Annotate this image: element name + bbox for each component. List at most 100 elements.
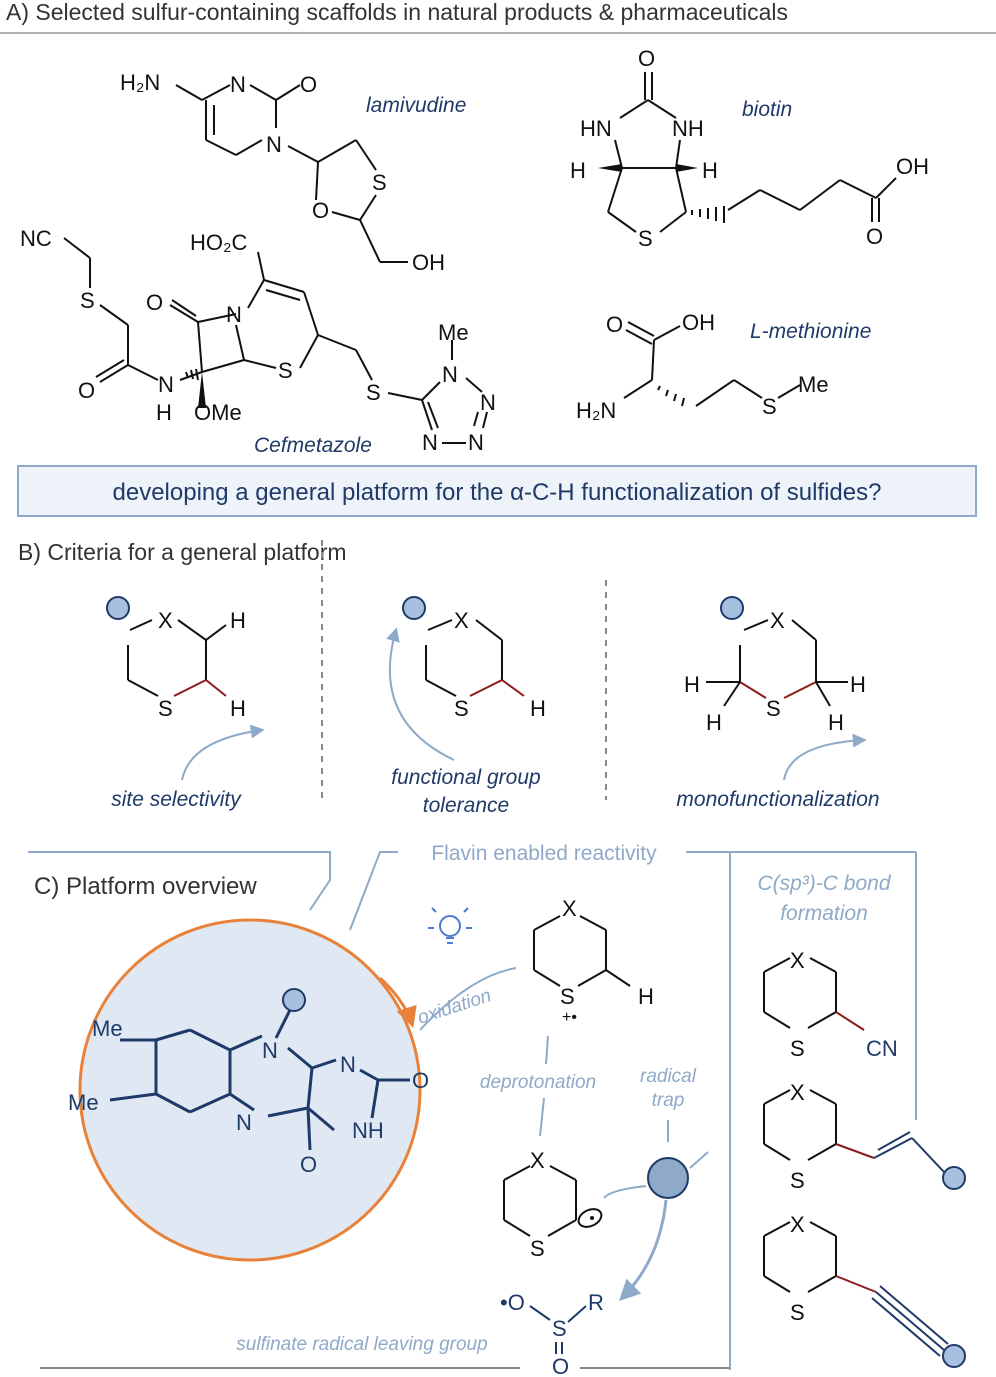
flavin-n1: N — [262, 1038, 278, 1063]
flavin-r-ball — [282, 988, 306, 1012]
sulf-o2: O — [552, 1354, 569, 1377]
lam-o: O — [300, 72, 317, 97]
biotin-h1: H — [570, 158, 586, 183]
alkyne-ball — [942, 1344, 966, 1368]
sulf-bond-2 — [567, 1305, 587, 1323]
b1-s: S — [158, 696, 173, 721]
flavin-o2: O — [300, 1152, 317, 1177]
section-a-title: A) Selected sulfur-containing scaffolds … — [6, 0, 788, 25]
deprot-line-1 — [545, 1035, 549, 1065]
criteria-fg-2: tolerance — [423, 794, 509, 817]
cef-ho2c: HO₂C — [190, 230, 248, 255]
b3-arrow — [783, 733, 867, 781]
lam-n1: N — [230, 72, 246, 97]
cef-n1: N — [158, 372, 174, 397]
b3-s: S — [766, 696, 781, 721]
criteria-monofunctionalization: monofunctionalization — [676, 788, 879, 811]
sulf-o-radical: •O — [500, 1290, 525, 1315]
b2-x: X — [454, 608, 469, 633]
criteria-1-ring — [127, 619, 227, 697]
fg-ball-2 — [402, 596, 426, 620]
cef-o1: O — [78, 378, 95, 403]
name-lamivudine: lamivudine — [366, 94, 466, 117]
cef-me: Me — [438, 320, 469, 345]
biotin-s: S — [638, 226, 653, 251]
name-biotin: biotin — [742, 98, 792, 121]
c-frame-left — [28, 851, 331, 911]
question-text: developing a general platform for the α-… — [113, 479, 882, 506]
flavin-me1: Me — [92, 1016, 123, 1041]
biotin-o: O — [638, 46, 655, 71]
criteria-3-ring — [706, 619, 848, 707]
p3-x: X — [790, 1212, 805, 1237]
met-h2n: H₂N — [576, 398, 616, 423]
oxidation-arrow — [419, 967, 517, 1031]
met-o: O — [606, 312, 623, 337]
p2-x: X — [790, 1080, 805, 1105]
b3-h1: H — [684, 672, 700, 697]
cef-n3: N — [442, 362, 458, 387]
trap-tail — [689, 1151, 709, 1169]
flavin-circle — [78, 918, 422, 1262]
biotin-hn: HN — [580, 116, 612, 141]
flavin-n3: N — [236, 1110, 252, 1135]
biotin-hash — [691, 206, 725, 223]
b3-h2: H — [706, 710, 722, 735]
cef-o2: O — [146, 290, 163, 315]
lam-oh: OH — [412, 250, 445, 275]
criteria-site-selectivity: site selectivity — [111, 788, 242, 811]
rc-charge: +• — [562, 1009, 577, 1026]
biotin-o2: O — [866, 224, 883, 249]
b3-x: X — [770, 608, 785, 633]
cef-s1: S — [80, 288, 95, 313]
biotin-wedge-right — [676, 164, 698, 172]
radical-trap-1: radical — [640, 1066, 697, 1087]
alpha-radical-ring — [503, 1165, 577, 1237]
met-s: S — [762, 394, 777, 419]
lam-o2: O — [312, 198, 329, 223]
b1-x: X — [158, 608, 173, 633]
cef-n4: N — [480, 390, 496, 415]
product-cn-ring — [763, 957, 865, 1031]
leaving-group-label: sulfinate radical leaving group — [236, 1334, 487, 1355]
p2-s: S — [790, 1168, 805, 1193]
lamivudine-structure — [175, 84, 408, 263]
cefmetazole-structure — [63, 237, 488, 431]
flavin-structure — [109, 1009, 410, 1151]
lam-s: S — [372, 170, 387, 195]
b1-h2: H — [230, 696, 246, 721]
p3-s: S — [790, 1300, 805, 1325]
sulf-s: S — [552, 1316, 567, 1341]
criteria-fg-1: functional group — [391, 766, 540, 789]
cef-n6: N — [468, 430, 484, 455]
b2-s: S — [454, 696, 469, 721]
biotin-oh: OH — [896, 154, 929, 179]
deprotonation-label: deprotonation — [480, 1072, 596, 1093]
b2-arrow — [386, 627, 455, 761]
cef-nc: NC — [20, 226, 52, 251]
fg-ball-3 — [720, 596, 744, 620]
biotin-h2: H — [702, 158, 718, 183]
b2-h: H — [530, 696, 546, 721]
deprot-line-2 — [539, 1097, 545, 1137]
flavin-n2: N — [340, 1052, 356, 1077]
radical-dot — [590, 1216, 594, 1220]
biotin-wedge-left — [598, 164, 622, 172]
b3-h3: H — [850, 672, 866, 697]
flavin-nh: NH — [352, 1118, 384, 1143]
ar-x: X — [530, 1148, 545, 1173]
section-b-title: B) Criteria for a general platform — [18, 539, 347, 565]
product-alkyne-ring — [763, 1221, 949, 1357]
p1-x: X — [790, 948, 805, 973]
sulf-r: R — [588, 1290, 604, 1315]
question-box — [17, 465, 977, 517]
p1-s: S — [790, 1036, 805, 1061]
product-alkene-ring — [763, 1089, 945, 1173]
flavin-o1: O — [412, 1068, 429, 1093]
met-hash — [657, 385, 685, 407]
cef-wedge — [198, 372, 206, 408]
section-c-title: C) Platform overview — [34, 873, 257, 900]
cef-n2: N — [226, 302, 242, 327]
cef-h: H — [156, 400, 172, 425]
